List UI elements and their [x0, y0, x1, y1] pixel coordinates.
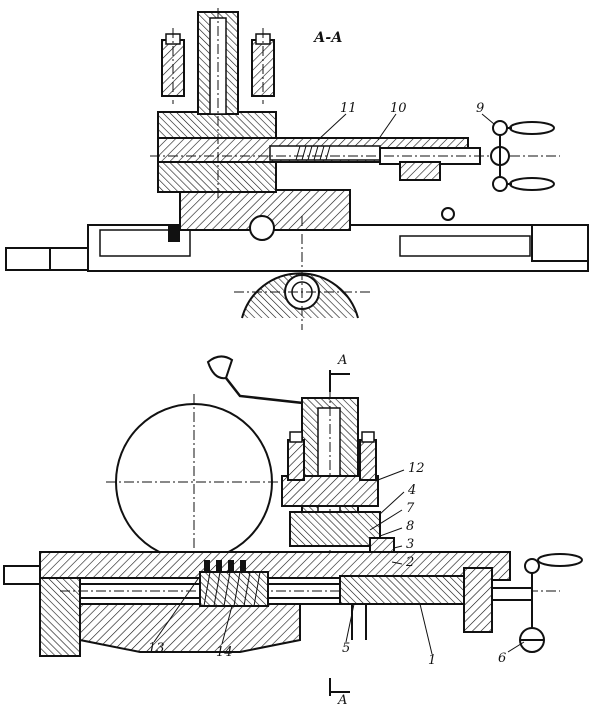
worm-14 [199, 571, 269, 607]
clamp-bolt-bottom-left [287, 431, 305, 481]
clamp-bolt-left [161, 28, 185, 104]
pinion-top [249, 215, 275, 241]
end-flange [463, 567, 493, 633]
callout-4: 4 [407, 483, 416, 498]
slide-body-4 [289, 511, 381, 547]
callout-10: 10 [390, 101, 407, 116]
cut-marker-top: A [337, 353, 347, 368]
handwheel-6 [519, 553, 583, 653]
bed-recess-right [399, 235, 531, 257]
column-spindle [317, 407, 341, 529]
bed-end-block [531, 224, 589, 262]
front-view [3, 355, 583, 696]
bearing-housing-1 [339, 575, 471, 605]
left-support [39, 577, 81, 657]
clamp-bolt-bottom-right [359, 431, 377, 481]
handwheel-shaft [491, 587, 533, 601]
callout-1: 1 [428, 653, 436, 668]
callout-7: 7 [406, 501, 415, 516]
lower-housing [79, 603, 301, 653]
callout-11: 11 [340, 101, 357, 116]
screw-thread-top [295, 145, 331, 161]
callout-3: 3 [406, 537, 414, 552]
callout-9: 9 [476, 101, 484, 116]
bed-left-stub [5, 247, 51, 271]
callout-8: 8 [406, 519, 414, 534]
callout-5: 5 [342, 641, 350, 656]
callout-14: 14 [216, 645, 233, 660]
grinding-wheel [115, 403, 273, 561]
gear-teeth-13 [204, 560, 246, 572]
worm-thread [203, 571, 261, 607]
callout-13: 13 [148, 641, 165, 656]
bearing-block [399, 161, 441, 181]
cut-marker-bottom: A [337, 693, 347, 705]
handwheel-9 [490, 120, 555, 192]
oil-cap [441, 207, 455, 221]
feed-nut [269, 145, 381, 161]
clamp-bolt-right [251, 28, 275, 104]
callout-2: 2 [405, 555, 414, 570]
crank-handle [206, 355, 313, 406]
leader-lines [153, 113, 525, 655]
callout-12: 12 [408, 461, 425, 476]
callout-6: 6 [498, 651, 506, 666]
set-screw [168, 226, 180, 242]
section-view-a-a [5, 8, 589, 330]
section-title: А-А [313, 30, 343, 46]
